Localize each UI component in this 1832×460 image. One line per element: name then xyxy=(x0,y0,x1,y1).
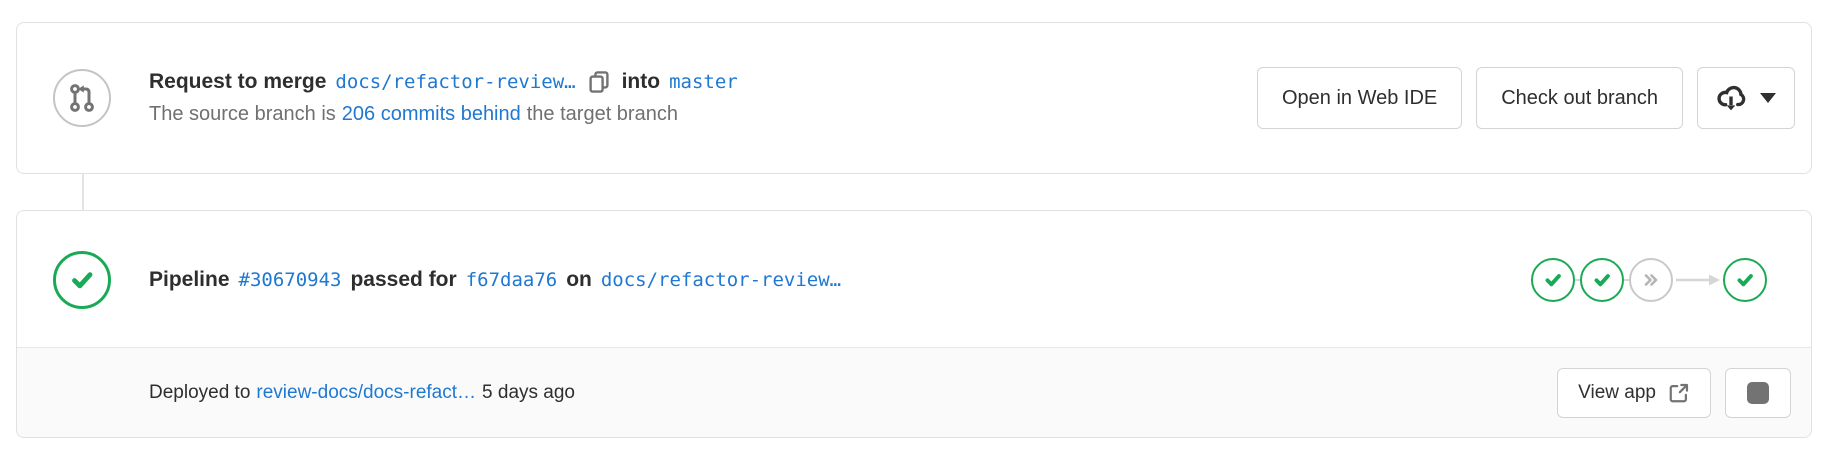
view-app-button[interactable]: View app xyxy=(1557,367,1711,418)
mr-title-line: Request to merge docs/refactor-review… i… xyxy=(149,70,738,94)
mr-actions: Open in Web IDE Check out branch xyxy=(1256,67,1795,129)
view-app-label: View app xyxy=(1578,381,1656,403)
pipeline-info-line: Pipeline #30670943 passed for f67daa76 o… xyxy=(149,268,841,292)
target-branch-link[interactable]: master xyxy=(669,71,738,93)
pipeline-card: Pipeline #30670943 passed for f67daa76 o… xyxy=(16,210,1812,438)
pipeline-row: Pipeline #30670943 passed for f67daa76 o… xyxy=(17,211,1811,348)
into-label: into xyxy=(621,70,661,93)
pipeline-on-label: on xyxy=(566,267,592,291)
pipeline-status-text: passed for xyxy=(350,267,457,291)
environment-link[interactable]: review-docs/docs-refact… xyxy=(256,381,477,403)
commits-behind-link[interactable]: 206 commits behind xyxy=(341,103,521,125)
mini-pipeline-graph xyxy=(1531,257,1767,302)
chevron-down-icon xyxy=(1760,93,1776,103)
stage-connector-line xyxy=(1575,278,1580,281)
cloud-download-icon xyxy=(1716,83,1746,113)
pipeline-stage-skipped-icon[interactable] xyxy=(1629,257,1673,302)
pipeline-stage-passed-icon[interactable] xyxy=(1723,257,1767,302)
pipeline-status-passed-icon xyxy=(53,250,111,309)
deployment-actions: View app xyxy=(1557,367,1791,418)
request-to-merge-label: Request to merge xyxy=(149,70,327,93)
divergence-text-after: the target branch xyxy=(526,103,678,125)
pipeline-stage-passed-icon[interactable] xyxy=(1531,257,1575,302)
deployment-row: Deployed to review-docs/docs-refact… 5 d… xyxy=(17,347,1811,437)
checkout-branch-button[interactable]: Check out branch xyxy=(1476,67,1683,129)
source-branch-link[interactable]: docs/refactor-review… xyxy=(335,71,576,93)
copy-branch-button[interactable] xyxy=(585,70,613,94)
commit-sha-link[interactable]: f67daa76 xyxy=(465,268,558,291)
pipeline-id-link[interactable]: #30670943 xyxy=(238,268,342,291)
deployed-to-label: Deployed to xyxy=(149,381,251,403)
external-link-icon xyxy=(1668,382,1690,404)
mr-info: Request to merge docs/refactor-review… i… xyxy=(149,70,738,126)
stage-connector-arrow-icon xyxy=(1676,274,1720,286)
pipeline-stage-passed-icon[interactable] xyxy=(1580,257,1624,302)
pipeline-branch-link[interactable]: docs/refactor-review… xyxy=(600,268,842,291)
deployment-info-line: Deployed to review-docs/docs-refact… 5 d… xyxy=(149,382,575,404)
open-web-ide-button[interactable]: Open in Web IDE xyxy=(1256,67,1463,129)
branch-divergence-line: The source branch is 206 commits behind … xyxy=(149,103,738,126)
stop-environment-button[interactable] xyxy=(1725,367,1791,418)
mr-summary-card: Request to merge docs/refactor-review… i… xyxy=(16,22,1812,174)
copy-icon xyxy=(587,70,611,94)
stage-connector-line xyxy=(1624,278,1629,281)
stop-icon xyxy=(1747,381,1769,404)
merge-request-icon xyxy=(53,69,111,127)
pipeline-label: Pipeline xyxy=(149,267,230,291)
divergence-text-before: The source branch is xyxy=(149,103,336,125)
download-dropdown-button[interactable] xyxy=(1697,67,1795,129)
card-connector-line xyxy=(82,174,84,210)
deployment-time-ago: 5 days ago xyxy=(482,381,575,403)
